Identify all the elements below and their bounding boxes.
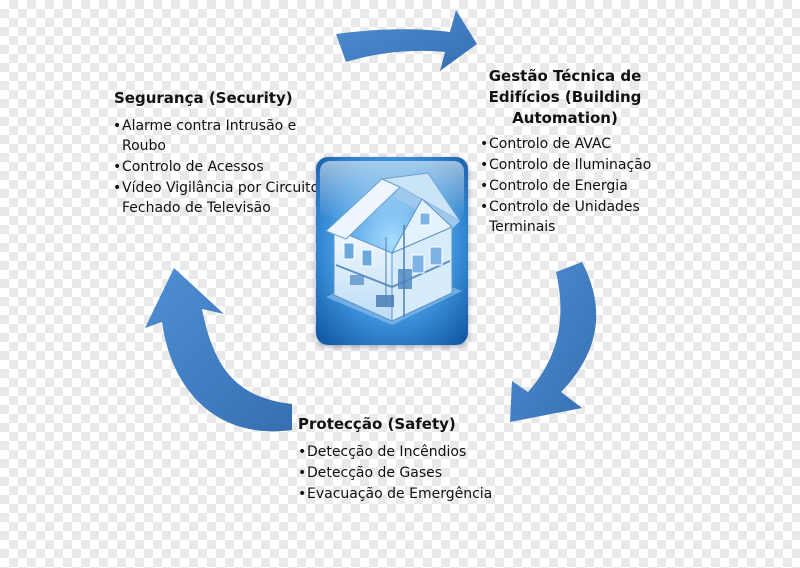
list-item: Controlo de Unidades Terminais [480,197,660,237]
arrow-top-icon [336,10,477,71]
list-item: Detecção de Gases [298,463,508,483]
list-item: Controlo de Acessos [113,157,321,177]
safety-list: Detecção de Incêndios Detecção de Gases … [298,442,508,504]
list-item: Controlo de Energia [480,176,660,196]
arrow-left-icon [145,268,292,432]
list-item: Detecção de Incêndios [298,442,508,462]
list-item: Evacuação de Emergência [298,484,508,504]
list-item: Controlo de Iluminação [480,155,660,175]
security-section: Segurança (Security) Alarme contra Intru… [113,88,321,219]
building-automation-section: Gestão Técnica de Edifícios (Building Au… [470,66,660,238]
building-automation-list: Controlo de AVAC Controlo de Iluminação … [470,134,660,237]
arrow-right-icon [510,262,597,422]
safety-heading: Protecção (Safety) [298,415,456,433]
list-item: Controlo de AVAC [480,134,660,154]
house-image [316,157,468,345]
house-cutaway-icon [316,157,468,345]
list-item: Alarme contra Intrusão e Roubo [113,116,321,156]
safety-section: Protecção (Safety) Detecção de Incêndios… [298,414,508,505]
list-item: Vídeo Vigilância por Circuito Fechado de… [113,178,321,218]
security-heading: Segurança (Security) [114,89,293,107]
security-list: Alarme contra Intrusão e Roubo Controlo … [113,116,321,218]
building-automation-heading: Gestão Técnica de Edifícios (Building Au… [488,67,642,127]
